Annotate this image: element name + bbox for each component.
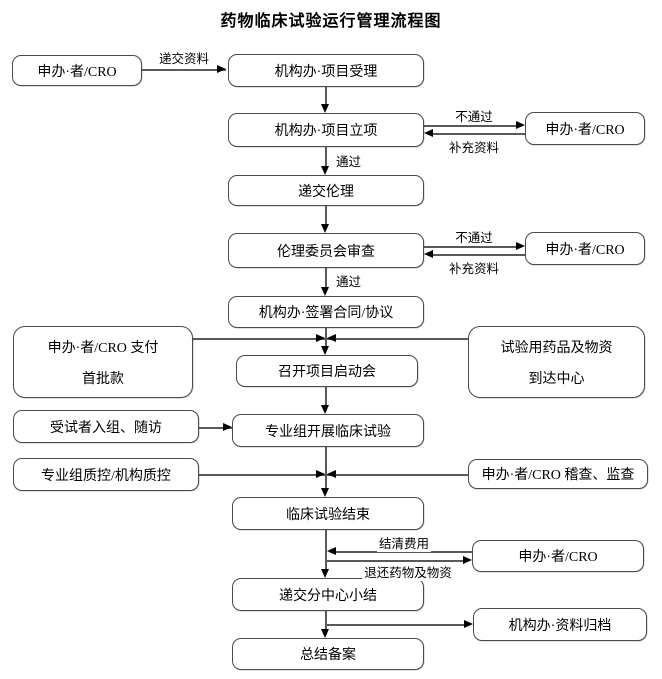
node-label-line1: 试验用药品及物资 bbox=[500, 340, 613, 356]
arrow-left-icon bbox=[327, 469, 336, 478]
edge-label-supplement-approval: 补充资料 bbox=[446, 137, 502, 156]
page-title: 药物临床试验运行管理流程图 bbox=[220, 13, 442, 30]
arrow-down-icon bbox=[321, 224, 329, 233]
node-qc: 专业组质控/机构质控 bbox=[13, 458, 199, 491]
node-label: 递交伦理 bbox=[298, 184, 354, 200]
edge-label-pass-approval: 通过 bbox=[334, 151, 364, 170]
connector-supplement-ethics bbox=[428, 254, 525, 256]
node-archive: 机构办·资料归档 bbox=[473, 608, 647, 641]
edge-label-submit-docs: 递交资料 bbox=[156, 48, 212, 67]
edge-label-pass-ethics: 通过 bbox=[334, 271, 364, 290]
arrow-right-icon bbox=[316, 333, 325, 342]
connector-approval-ethics bbox=[325, 147, 327, 171]
edge-label-supplement-ethics: 补充资料 bbox=[446, 258, 502, 277]
edge-label-fail-approval: 不通过 bbox=[453, 106, 495, 125]
node-supplies: 试验用药品及物资 到达中心 bbox=[468, 326, 645, 398]
node-label-line2: 首批款 bbox=[82, 371, 124, 387]
edge-label-fail-ethics: 不通过 bbox=[453, 227, 495, 246]
arrow-right-icon bbox=[217, 64, 226, 73]
node-sign-contract: 机构办·签署合同/协议 bbox=[228, 296, 424, 328]
node-label: 机构办·项目立项 bbox=[274, 124, 378, 139]
arrow-left-icon bbox=[327, 546, 336, 555]
connector-acceptance-approval bbox=[325, 87, 327, 109]
arrow-down-icon bbox=[321, 346, 329, 355]
connector-review-contract bbox=[325, 268, 327, 292]
node-label: 机构办·签署合同/协议 bbox=[258, 306, 394, 321]
arrow-right-icon bbox=[316, 469, 325, 478]
arrow-down-icon bbox=[321, 488, 329, 497]
node-label: 召开项目启动会 bbox=[278, 365, 376, 380]
node-label: 递交分中心小结 bbox=[279, 588, 377, 604]
node-conduct: 专业组开展临床试验 bbox=[232, 414, 424, 447]
arrow-right-icon bbox=[463, 555, 472, 564]
node-label: 专业组开展临床试验 bbox=[265, 424, 391, 440]
arrow-left-icon bbox=[424, 249, 433, 258]
connector-supplement-approval bbox=[428, 133, 525, 135]
arrow-right-icon bbox=[516, 241, 525, 250]
connector-conduct-end bbox=[325, 447, 327, 493]
arrow-right-icon bbox=[223, 422, 232, 431]
connector-return-supplies bbox=[327, 560, 465, 562]
connector-end-summary bbox=[325, 530, 327, 574]
node-label: 临床试验结束 bbox=[286, 507, 370, 523]
node-label: 伦理委员会审查 bbox=[277, 244, 375, 260]
connector-kickoff-conduct bbox=[325, 387, 327, 410]
node-label: 机构办·资料归档 bbox=[508, 618, 612, 634]
connector-submit-review bbox=[325, 206, 327, 229]
node-final-record: 总结备案 bbox=[232, 638, 424, 670]
connector-summary-archive bbox=[325, 624, 464, 626]
connector-fail-ethics bbox=[424, 246, 521, 248]
edge-label-settle-fees: 结清费用 bbox=[376, 533, 432, 552]
connector-fail-approval bbox=[424, 125, 521, 127]
node-label: 机构办·项目受理 bbox=[274, 64, 378, 80]
connector-summary-record bbox=[325, 611, 327, 634]
node-sponsor-approval: 申办·者/CRO bbox=[525, 112, 645, 145]
node-ethics-review: 伦理委员会审查 bbox=[228, 233, 424, 268]
node-label: 申办·者/CRO bbox=[545, 122, 625, 138]
arrow-right-icon bbox=[464, 619, 473, 628]
node-label: 申办·者/CRO 稽查、监查 bbox=[481, 468, 635, 483]
node-trial-end: 临床试验结束 bbox=[232, 497, 424, 530]
node-kickoff: 召开项目启动会 bbox=[236, 355, 418, 387]
arrow-down-icon bbox=[321, 405, 329, 414]
arrow-right-icon bbox=[516, 120, 525, 129]
node-subcenter-summary: 递交分中心小结 bbox=[232, 578, 424, 611]
node-sponsor-start: 申办·者/CRO bbox=[12, 55, 142, 86]
node-label: 专业组质控/机构质控 bbox=[41, 468, 171, 484]
node-label: 受试者入组、随访 bbox=[50, 420, 162, 436]
node-audit: 申办·者/CRO 稽查、监查 bbox=[468, 459, 648, 489]
node-acceptance: 机构办·项目受理 bbox=[228, 54, 424, 87]
node-enrollment: 受试者入组、随访 bbox=[13, 410, 199, 443]
node-payment: 申办·者/CRO 支付 首批款 bbox=[13, 326, 193, 398]
node-approval: 机构办·项目立项 bbox=[228, 113, 424, 147]
node-label: 申办·者/CRO bbox=[518, 550, 598, 565]
node-label: 申办·者/CRO bbox=[545, 242, 625, 258]
node-submit-ethics: 递交伦理 bbox=[228, 175, 424, 206]
connector-enrollment-conduct bbox=[199, 427, 232, 429]
edge-label-return-supplies: 退还药物及物资 bbox=[362, 562, 454, 581]
arrow-down-icon bbox=[321, 166, 329, 175]
arrow-down-icon bbox=[321, 104, 329, 113]
node-label: 总结备案 bbox=[300, 648, 356, 663]
connector-submit-docs bbox=[142, 69, 226, 71]
node-sponsor-end: 申办·者/CRO bbox=[472, 540, 644, 572]
arrow-left-icon bbox=[327, 333, 336, 342]
arrow-down-icon bbox=[321, 287, 329, 296]
node-label: 申办·者/CRO bbox=[37, 64, 117, 80]
arrow-down-icon bbox=[321, 629, 329, 638]
node-sponsor-ethics: 申办·者/CRO bbox=[525, 232, 645, 265]
arrow-down-icon bbox=[321, 569, 329, 578]
arrow-left-icon bbox=[424, 128, 433, 137]
node-label-line2: 到达中心 bbox=[528, 371, 585, 387]
node-label-line1: 申办·者/CRO 支付 bbox=[47, 340, 159, 356]
